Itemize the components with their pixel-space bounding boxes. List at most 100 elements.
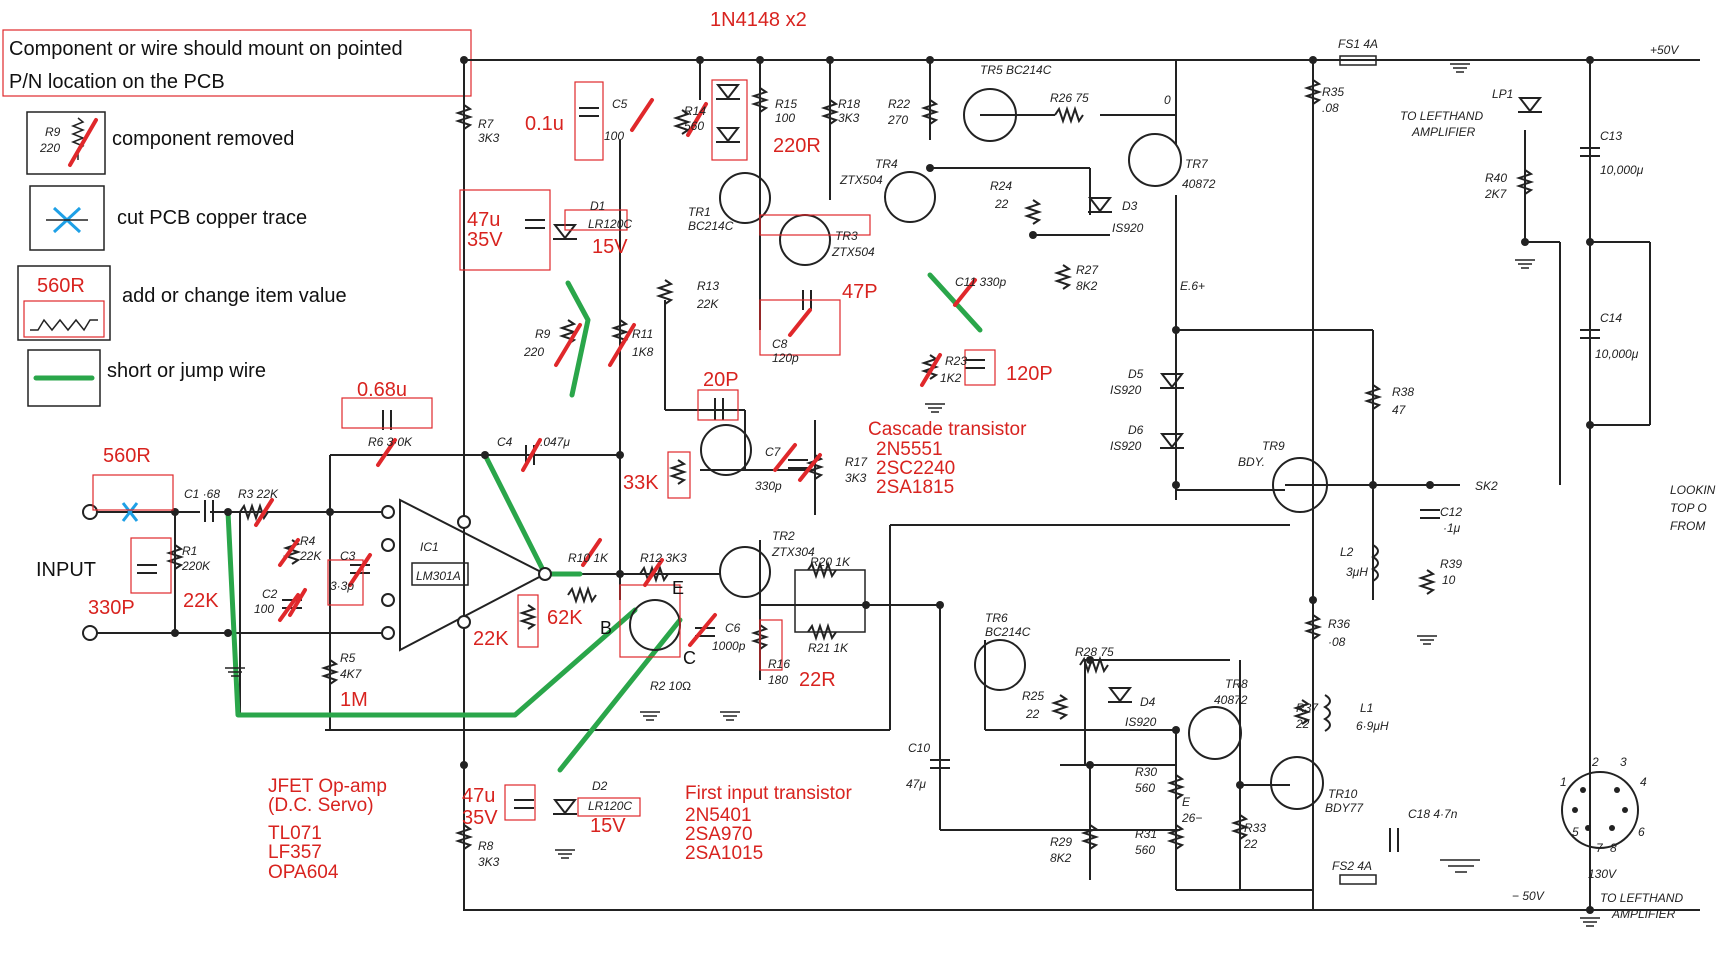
annotation-cascade-1: 2N5551 [876,439,943,460]
label-r4: R4 [300,534,316,548]
label-r40: R40 [1485,171,1507,185]
change-boxes [92,79,996,821]
change-label: add or change item value [122,285,347,307]
label-r37: R37 [1296,701,1319,715]
label-tr4-type: ZTX504 [839,173,883,187]
label-c7-value: 330p [755,479,782,493]
annotation-cap47u-top: 47u [467,209,500,231]
label-tr3: TR3 [835,229,858,243]
removed-icon-box [26,111,106,175]
label-d6: D6 [1128,423,1144,437]
label-r33-value: 22 [1243,837,1258,851]
jump-wire-d2 [557,617,683,773]
label-c8: C8 [772,337,788,351]
label-fs1: FS1 4A [1338,37,1378,51]
label-r18: R18 [838,97,860,111]
label-r13-value: 22K [696,297,719,311]
label-r14: R14 [684,104,706,118]
label-l1-value: 6·9μH [1356,719,1389,733]
label-c12: C12 [1440,505,1462,519]
label-c6-value: 1000p [712,639,746,653]
label-din-pin7: 7 [1596,841,1604,855]
label-r33: R33 [1244,821,1266,835]
annotation-input-r: 560R [103,445,151,467]
label-din-pin2: 2 [1591,755,1599,769]
label-r6: R6 3·0K [368,435,413,449]
label-r38-value: 47 [1392,403,1407,417]
label-l2: L2 [1340,545,1354,559]
label-to-lefthand-top-1: TO LEFTHAND [1400,109,1483,123]
label-looking-1: LOOKIN [1670,483,1716,497]
label-c13-value: 10,000μ [1600,163,1644,177]
label-minus-50v: − 50V [1512,889,1545,903]
label-d4: D4 [1140,695,1156,709]
change-icon-box [17,265,111,341]
label-lp1: LP1 [1492,87,1513,101]
label-r16-value: 180 [768,673,788,687]
jump-wire-r9 [565,280,591,398]
label-plus-50v: +50V [1650,43,1679,57]
label-r38: R38 [1392,385,1414,399]
label-c12-value: ·1μ [1443,521,1461,535]
label-c11: C11 330p [955,275,1006,289]
annotation-d2-volt: 15V [590,815,626,837]
label-zero-node: 0 [1164,93,1171,107]
label-tr6: TR6 [985,611,1008,625]
ic1-type: LM301A [416,569,461,583]
removed-label: component removed [112,128,294,150]
change-resistor-icon [30,318,98,332]
annotation-cascade-3: 2SA1815 [876,477,954,498]
tr10-symbol [1270,756,1324,810]
mount-note-box [2,29,472,97]
annotation-diodes: 1N4148 x2 [710,9,807,31]
tr1-symbol [719,172,771,224]
label-din-pin5: 5 [1572,825,1579,839]
label-r5-value: 4K7 [340,667,363,681]
annotation-node-e: E [672,578,684,598]
annotation-d1-volt: 15V [592,236,628,258]
label-d2-type: LR120C [588,799,632,813]
label-r20: R20 1K [810,555,851,569]
label-din-pin1: 1 [1560,775,1567,789]
jump-wire-c4 [482,452,583,577]
annotation-r15: 220R [773,135,821,157]
label-r14-value: 560 [684,119,704,133]
components [82,55,1639,914]
annotation-r10: 62K [547,607,583,629]
ground-symbols [225,63,1600,927]
annotation-cap35v-bot: 35V [462,807,498,829]
tr5-symbol [963,88,1017,142]
label-r29: R29 [1050,835,1072,849]
label-r9-value: 220 [523,345,544,359]
label-d6-type: IS920 [1110,439,1142,453]
label-d4-type: IS920 [1125,715,1157,729]
label-c5: C5 [612,97,628,111]
label-r11-value: 1K8 [632,345,654,359]
label-e26: E [1182,795,1191,809]
annotation-cascade-2: 2SC2240 [876,458,955,479]
annotation-cascade-cap: 20P [703,369,739,391]
tr9-symbol [1272,457,1328,513]
label-looking-2: TOP O [1670,501,1707,515]
label-to-lefthand-bot-1: TO LEFTHAND [1600,891,1683,905]
annotation-first-1: 2N5401 [685,805,752,826]
label-tr9: TR9 [1262,439,1285,453]
legend: Component or wire should mount on pointe… [2,29,472,407]
annotation-r1: 22K [183,590,219,612]
opamp-symbol [399,498,548,652]
label-sk2: SK2 [1475,479,1498,493]
label-c4-value: .047μ [540,435,570,449]
label-c8-value: 120p [772,351,799,365]
label-fs2: FS2 4A [1332,859,1372,873]
label-l1: L1 [1360,701,1373,715]
change-icon-value: 560R [37,275,85,297]
annotation-first-title: First input transistor [685,783,852,804]
annotation-node-c: C [683,648,696,668]
label-r27: R27 [1076,263,1099,277]
label-tr8: TR8 [1225,677,1248,691]
label-e6: E.6+ [1180,279,1205,293]
label-tr9-type: BDY. [1238,455,1265,469]
annotation-33k: 33K [623,472,659,494]
jump-wire-input [225,509,638,718]
label-r25-value: 22 [1025,707,1040,721]
